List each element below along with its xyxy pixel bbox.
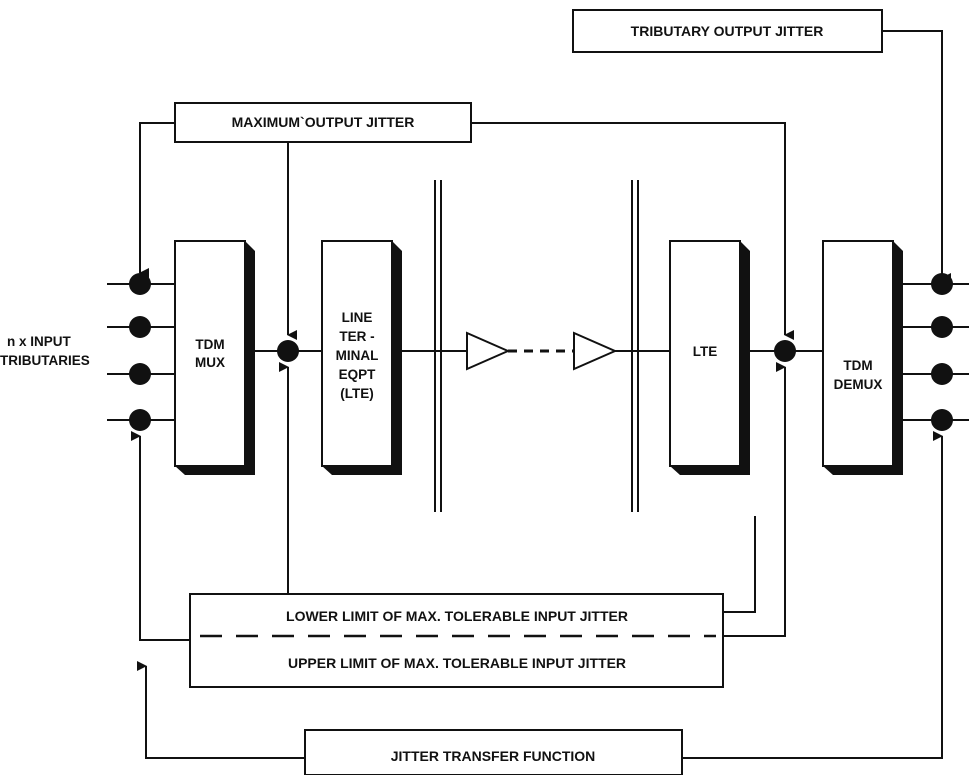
input-dot-2 <box>129 316 151 338</box>
lower-limit-label: LOWER LIMIT OF MAX. TOLERABLE INPUT JITT… <box>286 608 628 624</box>
tdm-mux-label-1: TDM <box>195 337 224 352</box>
max-output-arrow-right <box>471 122 794 340</box>
tributary-output-jitter-label: TRIBUTARY OUTPUT JITTER <box>631 23 824 39</box>
output-dot-4 <box>931 409 953 431</box>
upper-limit-label: UPPER LIMIT OF MAX. TOLERABLE INPUT JITT… <box>288 655 626 671</box>
tdm-mux-label-2: MUX <box>195 355 225 370</box>
transmission-line <box>402 180 670 512</box>
tolerance-arrow-left <box>131 431 190 641</box>
maximum-output-jitter-label: MAXIMUM`OUTPUT JITTER <box>232 114 415 130</box>
output-dot-3 <box>931 363 953 385</box>
demux-input-junction <box>774 340 796 362</box>
lte-right-block: LTE <box>669 240 750 475</box>
transfer-arrow-right <box>682 431 943 759</box>
tolerable-input-jitter-box: LOWER LIMIT OF MAX. TOLERABLE INPUT JITT… <box>189 593 724 688</box>
maximum-output-jitter-box: MAXIMUM`OUTPUT JITTER <box>174 102 472 143</box>
input-tributaries <box>107 273 175 431</box>
mux-output-junction <box>277 340 299 362</box>
tributary-output-arrow <box>882 30 951 283</box>
output-tributaries <box>903 273 969 431</box>
input-dot-4 <box>129 409 151 431</box>
lte-right-label: LTE <box>693 344 718 359</box>
tdm-demux-label-2: DEMUX <box>834 377 883 392</box>
output-dot-2 <box>931 316 953 338</box>
lte-left-label-1: LINE <box>342 310 373 325</box>
tolerance-arrow-right <box>723 362 786 637</box>
input-label-line1: n x INPUT <box>7 334 72 349</box>
repeater-amp-2 <box>573 331 618 371</box>
tdm-demux-block: TDM DEMUX <box>822 240 903 475</box>
lte-left-label-2: TER - <box>339 329 374 344</box>
tributary-output-jitter-box: TRIBUTARY OUTPUT JITTER <box>572 9 883 53</box>
input-dot-3 <box>129 363 151 385</box>
lte-left-block: LINE TER - MINAL EQPT (LTE) <box>321 240 402 475</box>
input-label-line2: TRIBUTARIES <box>0 353 90 368</box>
transfer-arrow-left <box>137 661 305 759</box>
jitter-transfer-function-label: JITTER TRANSFER FUNCTION <box>391 748 596 764</box>
output-dot-1 <box>931 273 953 295</box>
lte-left-label-5: (LTE) <box>340 386 374 401</box>
repeater-amp-1 <box>466 331 511 371</box>
tdm-mux-block: TDM MUX <box>174 240 255 475</box>
max-output-arrow-left <box>139 122 175 278</box>
input-dot-1 <box>129 273 151 295</box>
lte-left-label-4: EQPT <box>339 367 377 382</box>
lte-left-label-3: MINAL <box>336 348 379 363</box>
tolerance-line-right <box>723 516 756 613</box>
tdm-demux-label-1: TDM <box>843 358 872 373</box>
jitter-transfer-function-box: JITTER TRANSFER FUNCTION <box>304 729 683 775</box>
